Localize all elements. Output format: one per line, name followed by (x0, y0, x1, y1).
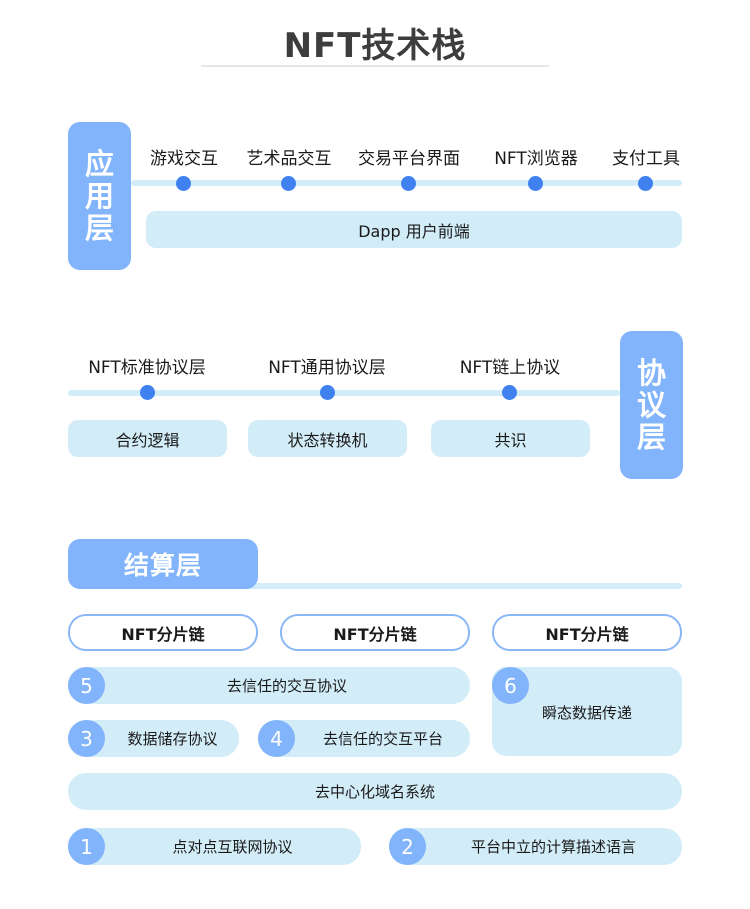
protocol-item-standard: NFT标准协议层 (88, 358, 206, 378)
timeline-dot (140, 385, 155, 400)
state-machine-box: 状态转换机 (248, 420, 407, 457)
app-item-game: 游戏交互 (150, 149, 218, 169)
protocol-item-general: NFT通用协议层 (268, 358, 386, 378)
timeline-dot (502, 385, 517, 400)
number-badge-2: 2 (389, 828, 426, 865)
timeline-dot (401, 176, 416, 191)
module-label: 去信任的交互协议 (226, 677, 347, 695)
badge-char: 层 (636, 420, 666, 454)
protocol-layer-badge: 协 议 层 (620, 331, 683, 479)
timeline-dot (638, 176, 653, 191)
module-label: 瞬态数据传递 (541, 704, 632, 722)
timeline-dot (320, 385, 335, 400)
app-item-browser: NFT浏览器 (494, 149, 578, 169)
page-title: NFT技术栈 (283, 26, 467, 66)
title-divider (201, 65, 549, 67)
timeline-dot (281, 176, 296, 191)
platform-neutral-language: 平台中立的计算描述语言 (389, 828, 682, 865)
number-badge-5: 5 (68, 667, 105, 704)
number-badge-1: 1 (68, 828, 105, 865)
badge-char: 层 (84, 211, 114, 245)
consensus-box: 共识 (431, 420, 590, 457)
shard-chain-2: NFT分片链 (280, 614, 470, 651)
contract-logic-box: 合约逻辑 (68, 420, 227, 457)
module-label: 数据储存协议 (127, 730, 218, 748)
badge-char: 应 (84, 147, 114, 181)
module-label: 点对点互联网协议 (172, 838, 293, 856)
module-label: 去中心化域名系统 (314, 783, 435, 801)
module-label: 去信任的交互平台 (322, 730, 443, 748)
decentralized-dns: 去中心化域名系统 (68, 773, 682, 810)
timeline-dot (528, 176, 543, 191)
app-item-trading: 交易平台界面 (358, 149, 460, 169)
app-item-payment: 支付工具 (612, 149, 680, 169)
number-badge-3: 3 (68, 720, 105, 757)
protocol-track (68, 390, 620, 396)
number-badge-6: 6 (492, 667, 529, 704)
protocol-item-onchain: NFT链上协议 (459, 358, 561, 378)
app-item-art: 艺术品交互 (246, 149, 332, 169)
trustless-interaction-platform: 去信任的交互平台 (258, 720, 470, 757)
badge-char: 协 (636, 356, 666, 390)
shard-chain-3: NFT分片链 (492, 614, 682, 651)
badge-char: 用 (84, 179, 114, 213)
trustless-interaction-protocol: 去信任的交互协议 (68, 667, 470, 704)
dapp-frontend-box: Dapp 用户前端 (146, 211, 682, 248)
settlement-track (150, 583, 682, 589)
badge-char: 议 (636, 388, 666, 422)
application-layer-badge: 应 用 层 (68, 122, 131, 270)
timeline-dot (176, 176, 191, 191)
settlement-layer-badge: 结算层 (68, 539, 258, 589)
p2p-internet-protocol: 点对点互联网协议 (68, 828, 361, 865)
module-label: 平台中立的计算描述语言 (470, 838, 636, 856)
shard-chain-1: NFT分片链 (68, 614, 258, 651)
number-badge-4: 4 (258, 720, 295, 757)
